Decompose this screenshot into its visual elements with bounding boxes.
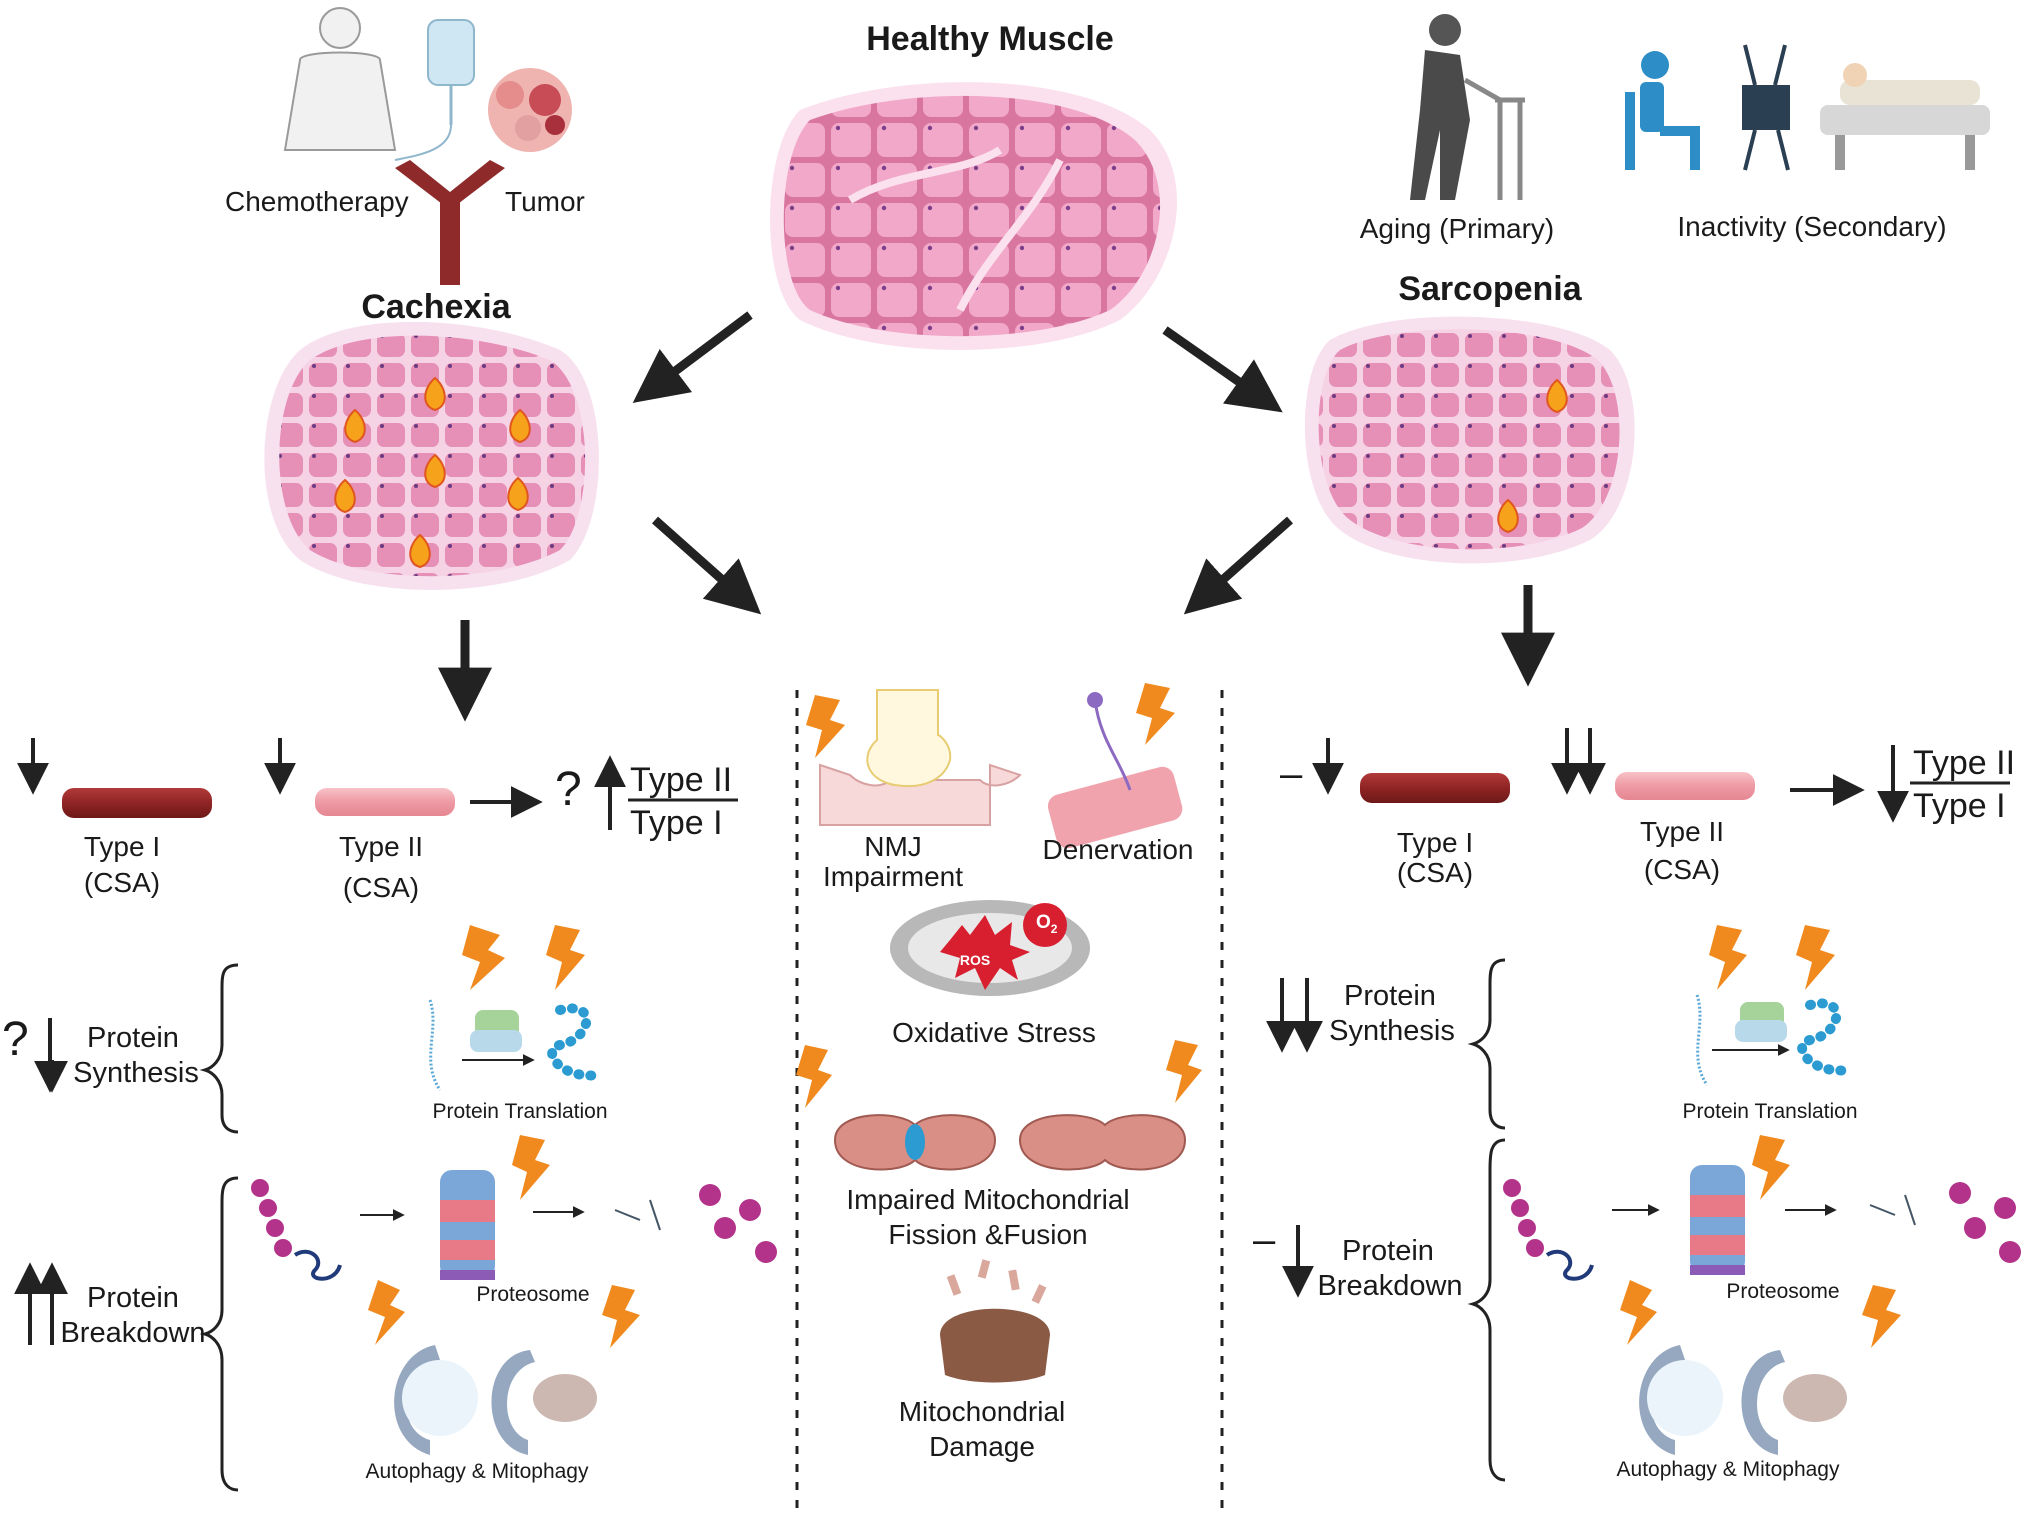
cachexia-muscle-image [264,321,599,590]
left-ratio-bottom: Type I [630,804,723,842]
right-autophagy-label: Autophagy & Mitophagy [1616,1458,1840,1481]
right-type2-sub: (CSA) [1643,854,1721,885]
lightning-icons-left [368,925,640,1348]
denervation-icon [1047,692,1183,849]
denervation-label: Denervation [1042,834,1194,865]
ubiquitin-chain-left [251,1179,342,1281]
flow-arrows-small-left [360,1206,585,1221]
right-synthesis-brace [1467,958,1506,1130]
flow-arrows [438,311,1555,722]
aging-label: Aging (Primary) [1359,213,1555,244]
oxidative-stress-label: Oxidative Stress [892,1017,1096,1048]
sarcopenia-fire-icons [1497,378,1568,534]
damage-label-1: Mitochondrial [898,1396,1066,1427]
mitochondria-fission-icon [833,1114,1187,1171]
free-ubiquitin-left [699,1184,777,1263]
tv-icon [1742,44,1790,171]
left-synthesis-label-2: Synthesis [73,1057,199,1089]
autophagy-icon-left [394,1345,597,1455]
lightning-icons-center [796,683,1202,1108]
patient-figure-icon [283,7,397,151]
sitting-person-icon [1625,51,1700,170]
proteosome-icon-right [1690,1165,1745,1275]
right-type1-dash: – [1280,752,1303,796]
peptide-fragments-left [614,1199,661,1231]
left-breakdown-brace [199,1176,239,1492]
right-type1-label: Type I [1396,827,1474,858]
right-synthesis-label-2: Synthesis [1329,1015,1455,1047]
left-proteosome-label: Proteosome [476,1283,590,1306]
hospital-bed-icon [1820,63,1990,170]
right-type2-label: Type II [1639,816,1725,847]
healthy-muscle-image [770,82,1177,350]
o2-label: O2 [1036,912,1058,936]
left-autophagy-label: Autophagy & Mitophagy [365,1460,589,1483]
right-breakdown-label-2: Breakdown [1317,1270,1463,1302]
right-translation-label: Protein Translation [1682,1100,1858,1123]
left-fiber-question: ? [555,763,582,816]
iv-bag-icon [394,19,475,161]
convergence-y-shape [395,160,505,285]
left-ratio-top: Type II [630,761,733,799]
left-synthesis-brace [199,963,239,1134]
type2-fiber-left [315,788,455,816]
protein-translation-icon-right [1695,994,1855,1086]
right-proteosome-label: Proteosome [1726,1280,1840,1303]
proteosome-icon-left [440,1170,495,1280]
tumor-label: Tumor [505,186,585,217]
protein-translation-icon-left [428,999,605,1091]
type1-fiber-left [62,788,212,818]
inflammation-fire-icons [334,376,531,569]
chemotherapy-label: Chemotherapy [225,186,409,217]
left-translation-label: Protein Translation [432,1100,608,1123]
right-ratio-top: Type II [1913,744,2016,782]
left-breakdown-arrows [14,1262,68,1345]
tumor-icon [488,68,572,152]
damage-label-2: Damage [929,1431,1035,1462]
right-synthesis-label-1: Protein [1344,980,1436,1012]
sarcopenia-title: Sarcopenia [1398,270,1582,308]
type2-fiber-right [1615,772,1755,800]
left-type1-label: Type I [83,831,161,862]
autophagy-icon-right [1639,1345,1847,1455]
inactivity-label: Inactivity (Secondary) [1677,211,1947,242]
right-breakdown-label-1: Protein [1342,1235,1434,1267]
ros-text: ROS [959,952,991,968]
fission-label-2: Fission &Fusion [888,1219,1088,1250]
left-synthesis-label-1: Protein [87,1022,179,1054]
nmj-label-2: Impairment [822,861,964,892]
left-synthesis-question: ? [2,1013,29,1066]
right-breakdown-brace [1467,1138,1506,1482]
right-breakdown-dash: – [1253,1218,1276,1262]
type1-fiber-right [1360,773,1510,803]
oxidative-stress-icon [890,900,1090,996]
right-ratio-bottom: Type I [1913,787,2006,825]
lightning-icons-right [1620,925,1901,1348]
ubiquitin-chain-right [1503,1179,1594,1281]
cachexia-title: Cachexia [361,288,511,326]
right-type1-sub: (CSA) [1396,857,1474,888]
mitochondrial-damage-icon [940,1259,1050,1383]
left-breakdown-label-2: Breakdown [60,1317,206,1349]
nmj-icon [819,689,1022,826]
right-synthesis-arrows [1266,978,1323,1053]
left-type1-sub: (CSA) [83,867,161,898]
nmj-label-1: NMJ [864,831,922,862]
elderly-walker-icon [1410,14,1525,200]
left-type2-sub: (CSA) [342,872,420,903]
peptide-fragments-right [1869,1194,1916,1226]
free-ubiquitin-right [1949,1182,2021,1263]
left-breakdown-label-1: Protein [87,1282,179,1314]
fission-label-1: Impaired Mitochondrial [846,1184,1130,1215]
healthy-muscle-title: Healthy Muscle [866,20,1114,58]
left-type2-label: Type II [338,831,424,862]
sarcopenia-muscle-image [1304,316,1635,564]
right-fiber-arrows [1312,728,1909,823]
